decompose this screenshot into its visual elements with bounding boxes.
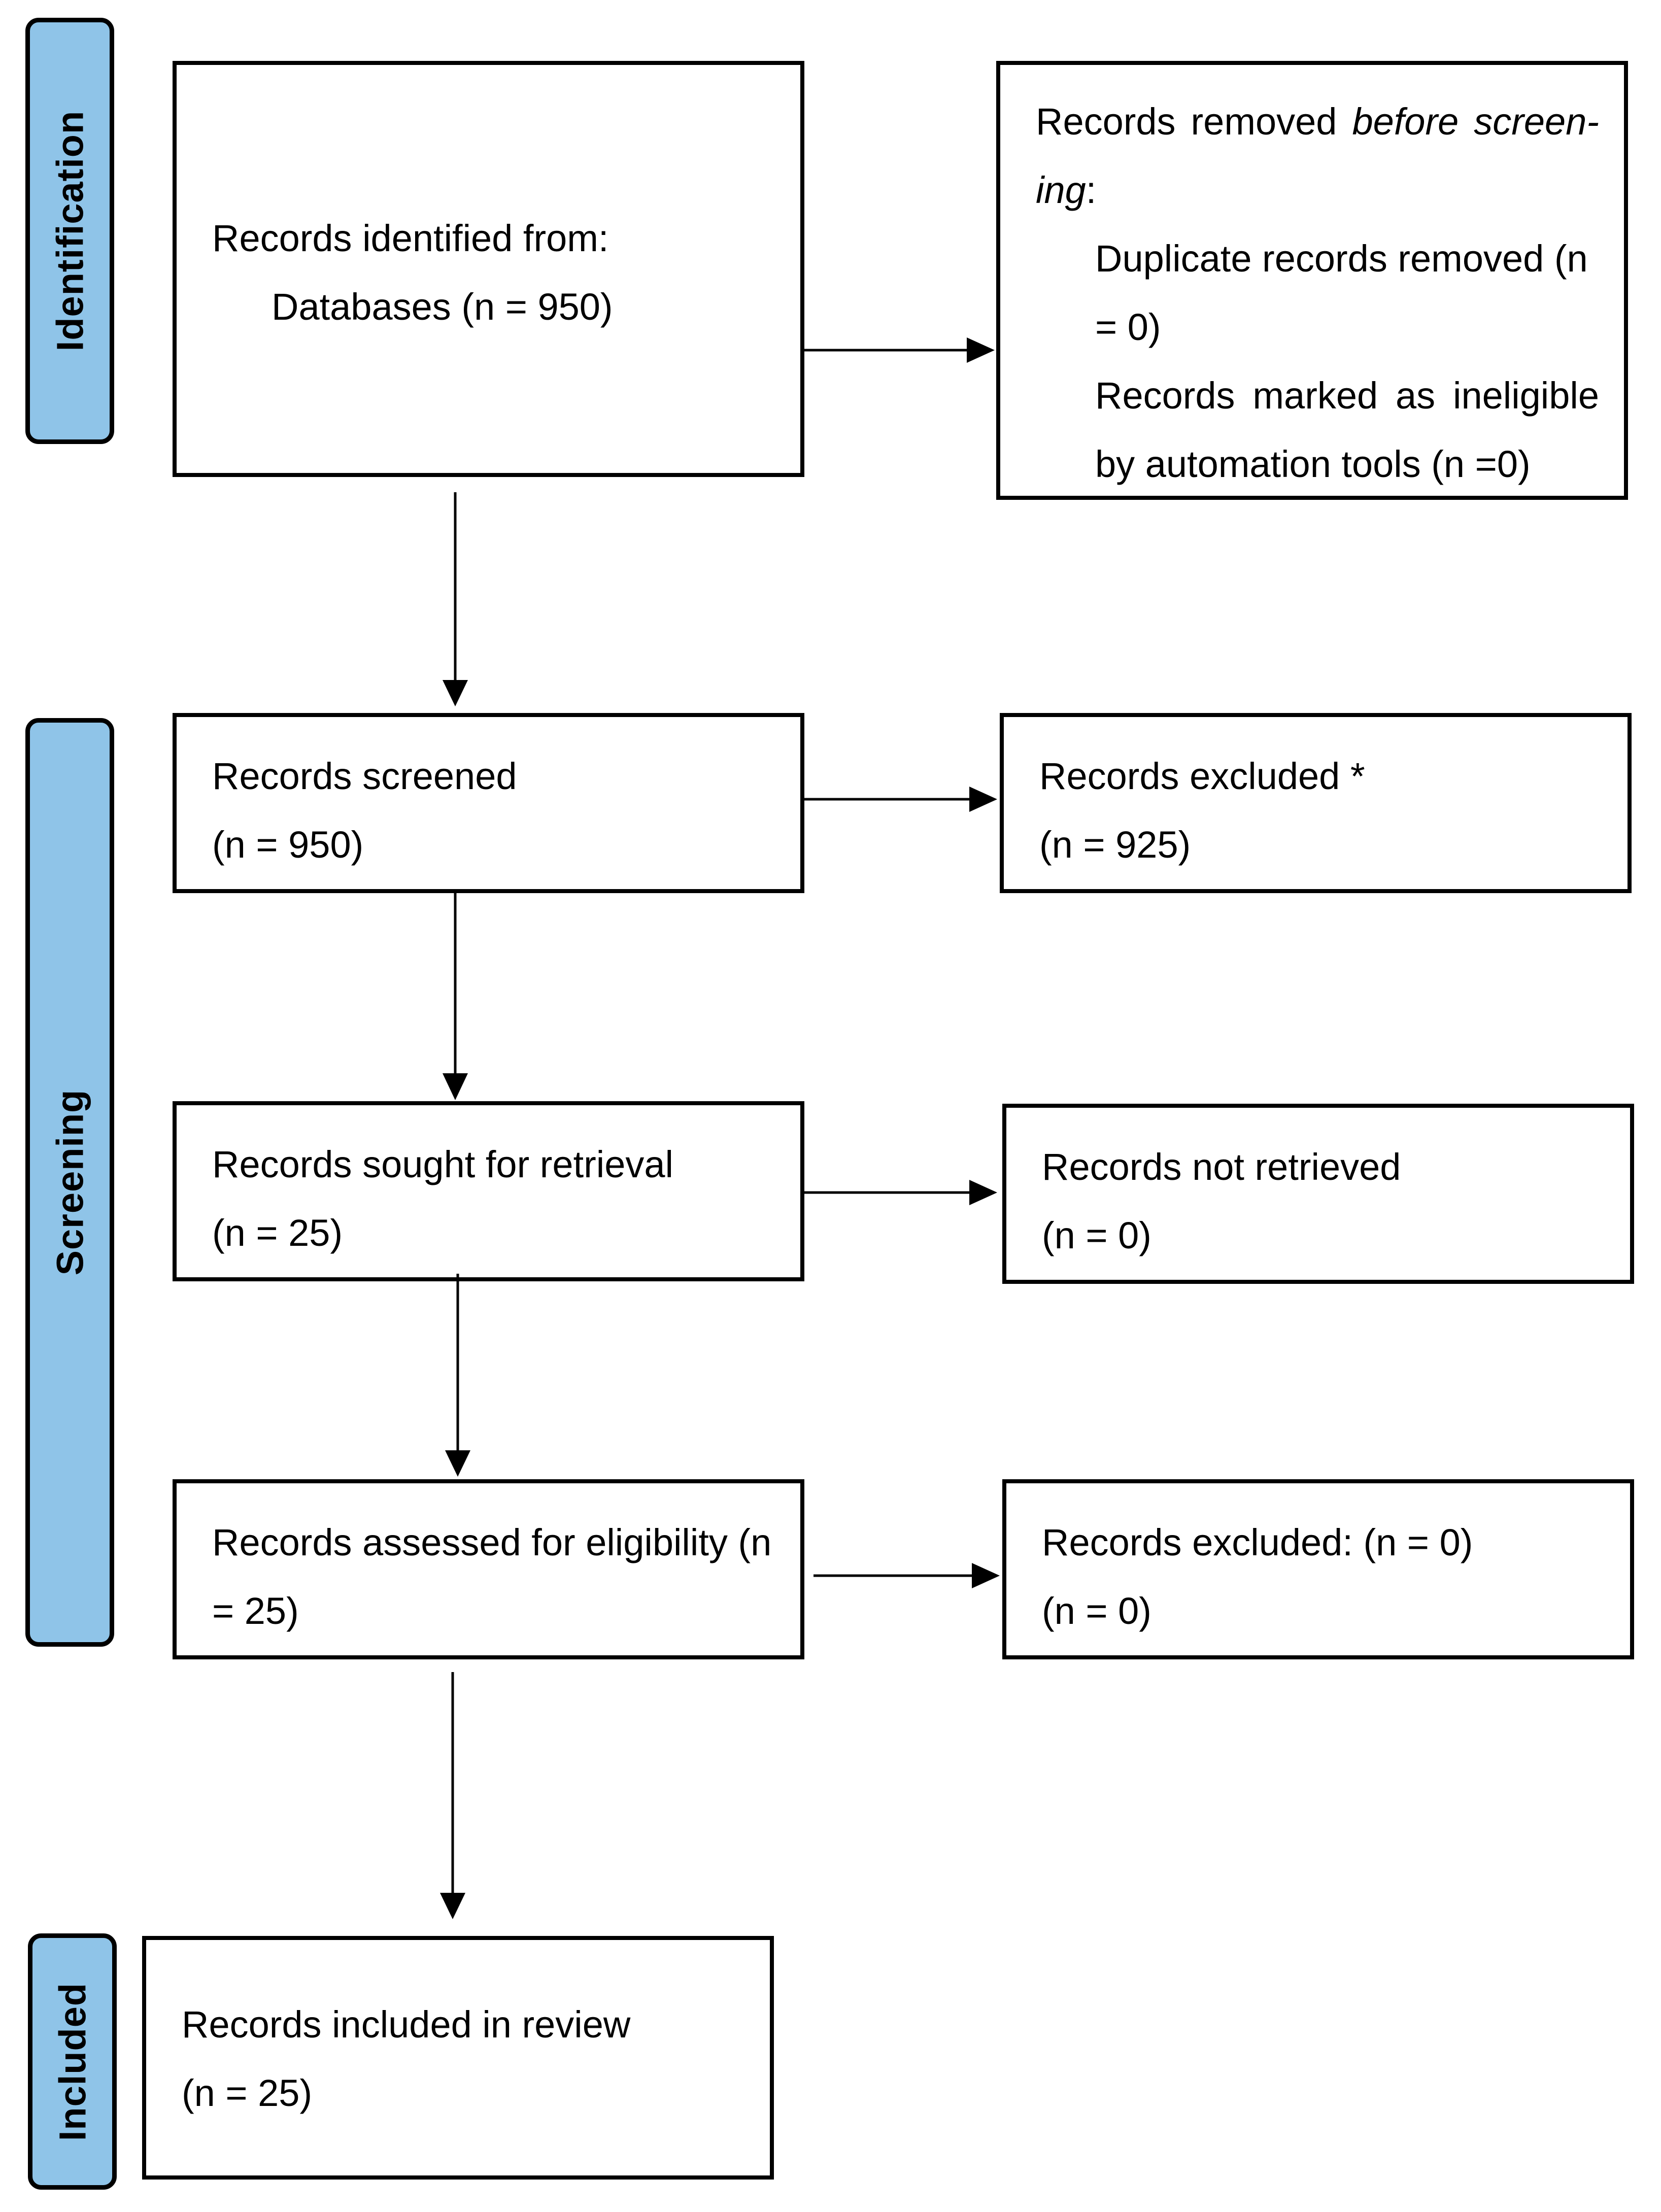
assessed-label: Records assessed for eligibility (n xyxy=(212,1521,772,1563)
sought-label: Records sought for retrieval xyxy=(212,1143,673,1185)
identified-databases: Databases (n = 950) xyxy=(272,286,613,328)
arrowhead-removed xyxy=(967,337,995,363)
screened-count: (n = 950) xyxy=(212,824,364,866)
arrowhead-excluded-eligibility xyxy=(972,1563,1000,1588)
not-retrieved-label: Records not retrieved xyxy=(1042,1146,1401,1188)
phase-screening: Screening xyxy=(25,718,114,1647)
arrowhead-not-retrieved xyxy=(969,1180,997,1205)
excluded-label: Records excluded * xyxy=(1039,755,1365,797)
excluded-eligibility-count: (n = 0) xyxy=(1042,1590,1151,1632)
included-label: Records included in review xyxy=(182,2003,631,2046)
arrowhead-included xyxy=(440,1893,465,1919)
arrowhead-assessed xyxy=(445,1450,470,1477)
arrowhead-sought xyxy=(443,1073,468,1100)
not-retrieved-count: (n = 0) xyxy=(1042,1214,1151,1256)
box-records-excluded: Records excluded * (n = 925) xyxy=(1000,713,1632,893)
box-records-excluded-eligibility: Records excluded: (n = 0) (n = 0) xyxy=(1002,1479,1634,1659)
removed-heading: Records removed before screen- xyxy=(1036,100,1599,143)
arrowhead-excluded xyxy=(969,787,997,812)
screened-label: Records screened xyxy=(212,755,517,797)
included-count: (n = 25) xyxy=(182,2072,313,2114)
identified-heading: Records identified from: xyxy=(212,217,609,259)
excluded-count: (n = 925) xyxy=(1039,824,1191,866)
arrowhead-screened xyxy=(443,680,468,706)
box-records-assessed: Records assessed for eligibility (n = 25… xyxy=(173,1479,804,1659)
box-records-removed: Records removed before screen- ing: Dupl… xyxy=(996,61,1628,500)
removed-duplicates-cont: = 0) xyxy=(1095,306,1161,348)
excluded-eligibility-label: Records excluded: (n = 0) xyxy=(1042,1521,1473,1563)
box-records-sought: Records sought for retrieval (n = 25) xyxy=(173,1101,804,1281)
box-records-included: Records included in review (n = 25) xyxy=(142,1936,774,2180)
removed-ineligible-cont: by automation tools (n =0) xyxy=(1095,443,1531,485)
box-records-screened: Records screened (n = 950) xyxy=(173,713,804,893)
removed-heading-cont: ing: xyxy=(1036,169,1097,211)
removed-duplicates: Duplicate records removed (n xyxy=(1095,237,1588,280)
phase-identification: Identification xyxy=(25,18,114,444)
box-records-not-retrieved: Records not retrieved (n = 0) xyxy=(1002,1104,1634,1284)
sought-count: (n = 25) xyxy=(212,1212,343,1254)
removed-ineligible: Records marked as ineligible xyxy=(1095,375,1599,417)
assessed-count: = 25) xyxy=(212,1590,299,1632)
phase-included: Included xyxy=(28,1933,117,2190)
box-records-identified: Records identified from: Databases (n = … xyxy=(173,61,804,477)
